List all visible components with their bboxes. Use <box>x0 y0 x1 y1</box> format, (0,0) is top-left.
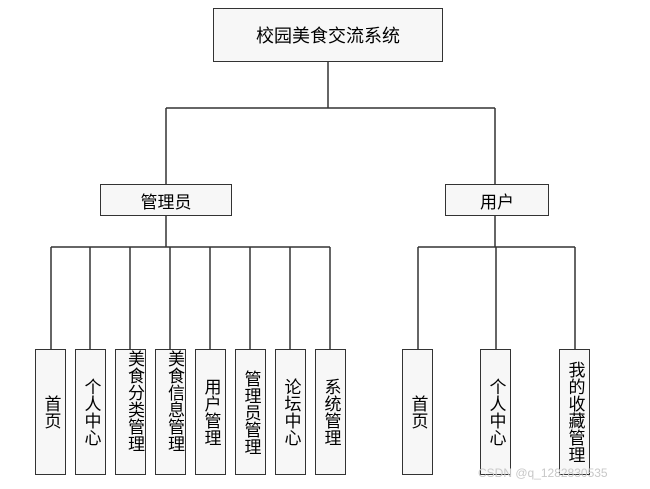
user-leaf-label: 个人中心 <box>485 378 506 446</box>
admin-leaf-home: 首页 <box>35 349 66 475</box>
admin-node: 管理员 <box>100 184 232 216</box>
user-leaf-home: 首页 <box>402 349 433 475</box>
root-node-label: 校园美食交流系统 <box>256 26 400 47</box>
user-leaf-label: 我的收藏管理 <box>564 361 585 463</box>
admin-leaf-label: 用户管理 <box>200 378 221 446</box>
admin-leaf-food-info: 美食信息管理 <box>155 349 186 475</box>
user-leaf-personal-center: 个人中心 <box>480 349 511 475</box>
admin-leaf-forum-center: 论坛中心 <box>275 349 306 475</box>
user-node: 用户 <box>445 184 549 216</box>
admin-leaf-user-management: 用户管理 <box>195 349 226 475</box>
watermark-text: CSDN @q_1282830535 <box>478 466 608 480</box>
admin-leaf-label: 个人中心 <box>80 378 101 446</box>
admin-leaf-food-category: 美食分类管理 <box>115 349 146 475</box>
admin-leaf-label: 管理员管理 <box>240 369 261 455</box>
user-leaf-label: 首页 <box>407 395 428 429</box>
root-node: 校园美食交流系统 <box>213 8 443 62</box>
admin-node-label: 管理员 <box>140 192 192 213</box>
admin-leaf-admin-management: 管理员管理 <box>235 349 266 475</box>
user-node-label: 用户 <box>480 192 514 213</box>
admin-leaf-label: 首页 <box>40 395 61 429</box>
admin-leaf-label: 美食分类管理 <box>124 350 144 452</box>
user-leaf-favorites-management: 我的收藏管理 <box>559 349 590 475</box>
admin-leaf-system-management: 系统管理 <box>315 349 346 475</box>
admin-leaf-label: 论坛中心 <box>280 378 301 446</box>
admin-leaf-label: 系统管理 <box>320 378 341 446</box>
admin-leaf-personal-center: 个人中心 <box>75 349 106 475</box>
admin-leaf-label: 美食信息管理 <box>164 350 184 452</box>
